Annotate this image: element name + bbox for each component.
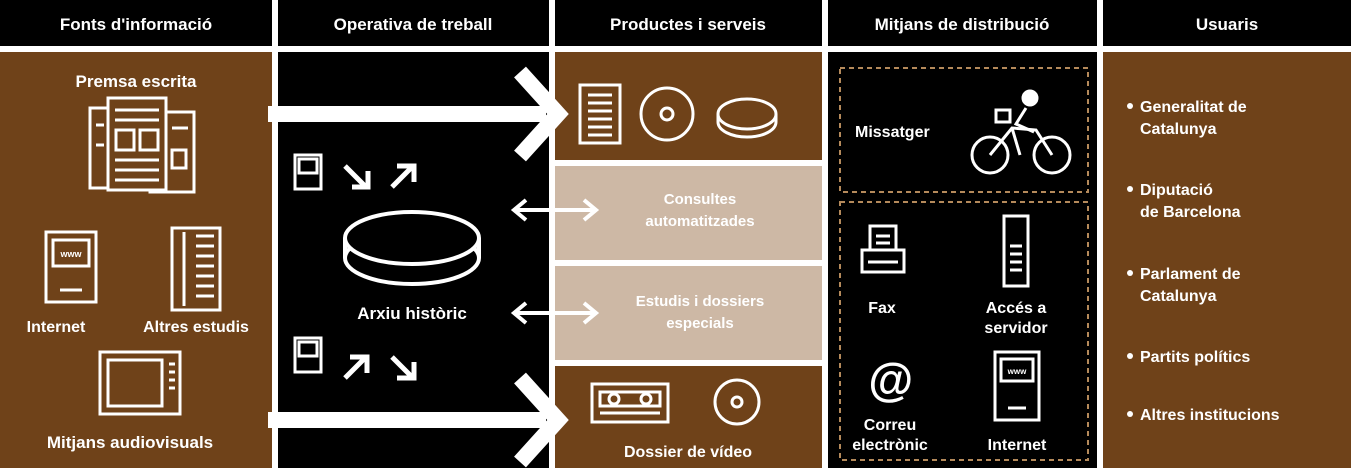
at-sign-icon: @ [868,354,913,406]
server-label-line2: servidor [984,320,1047,337]
cd-icon [639,86,695,142]
bullet-icon [1127,186,1133,192]
press-label: Premsa escrita [76,72,198,91]
user-item-1-line2: Catalunya [1140,121,1217,138]
courier-frame [839,67,1089,193]
bullet-icon [1127,103,1133,109]
archive-label: Arxiu històric [357,304,467,323]
diagonal-arrows-top [343,163,417,190]
queries-label-line1: Consultes [664,191,737,208]
other-studies-label: Altres estudis [143,319,249,336]
flow-arrow-top [268,66,569,162]
queries-panel [555,166,822,260]
diagonal-arrows-bottom [343,354,417,381]
computer-icon-bottom [293,336,323,374]
email-label-line1: Correu [864,417,916,434]
bullet-icon [1127,270,1133,276]
distribution-panel [828,52,1097,468]
double-arrow-queries [510,198,600,222]
email-label-line2: electrònic [852,437,928,454]
user-item-2-line2: de Barcelona [1140,204,1241,221]
server-icon [1002,214,1030,288]
users-list: Generalitat de Catalunya Diputació de Ba… [1127,99,1280,424]
bullet-icon [1127,353,1133,359]
header-dividers [272,0,1103,46]
computer-icon-sources [44,230,98,304]
fax-label: Fax [868,300,896,317]
double-arrow-studies [510,301,600,325]
fax-icon [860,224,906,274]
user-item-4: Partits polítics [1140,349,1250,366]
studies-label-line2: especials [666,315,734,332]
header-products: Productes i serveis [610,15,766,34]
audiovisual-label: Mitjans audiovisuals [47,433,213,452]
user-item-3-line2: Catalunya [1140,288,1217,305]
disk-icon [716,97,778,139]
header-sources: Fonts d'informació [60,15,212,34]
www-label-sources: www [59,249,82,259]
header-users: Usuaris [1196,15,1258,34]
computer-icon-distribution [993,350,1041,422]
users-panel [1103,52,1351,468]
header-bar [0,0,1351,46]
cd-icon-video [713,378,761,426]
internet-distribution-label: Internet [988,437,1047,454]
internet-source-label: Internet [27,319,86,336]
report-icon [170,226,222,312]
videotape-icon [590,382,670,424]
video-label: Dossier de vídeo [624,444,752,461]
flow-arrow-bottom [268,372,569,468]
server-label-line1: Accés a [986,300,1047,317]
courier-label: Missatger [855,124,930,141]
queries-label-line2: automatitzades [645,213,754,230]
studies-label-line1: Estudis i dossiers [636,293,764,310]
studies-panel [555,266,822,360]
user-item-1-line1: Generalitat de [1140,99,1247,116]
user-item-5: Altres institucions [1140,407,1280,424]
document-icon [578,83,622,145]
user-item-2-line1: Diputació [1140,182,1213,199]
bicycle-icon [970,89,1072,175]
bullet-icon [1127,411,1133,417]
tv-icon [98,350,182,416]
www-label-distribution: www [1007,367,1027,376]
database-icon [343,210,481,286]
header-distribution: Mitjans de distribució [875,15,1050,34]
computer-icon-top [293,153,323,191]
header-operations: Operativa de treball [334,15,493,34]
newspaper-icon [88,96,196,194]
user-item-3-line1: Parlament de [1140,266,1241,283]
electronic-frame [839,201,1089,461]
